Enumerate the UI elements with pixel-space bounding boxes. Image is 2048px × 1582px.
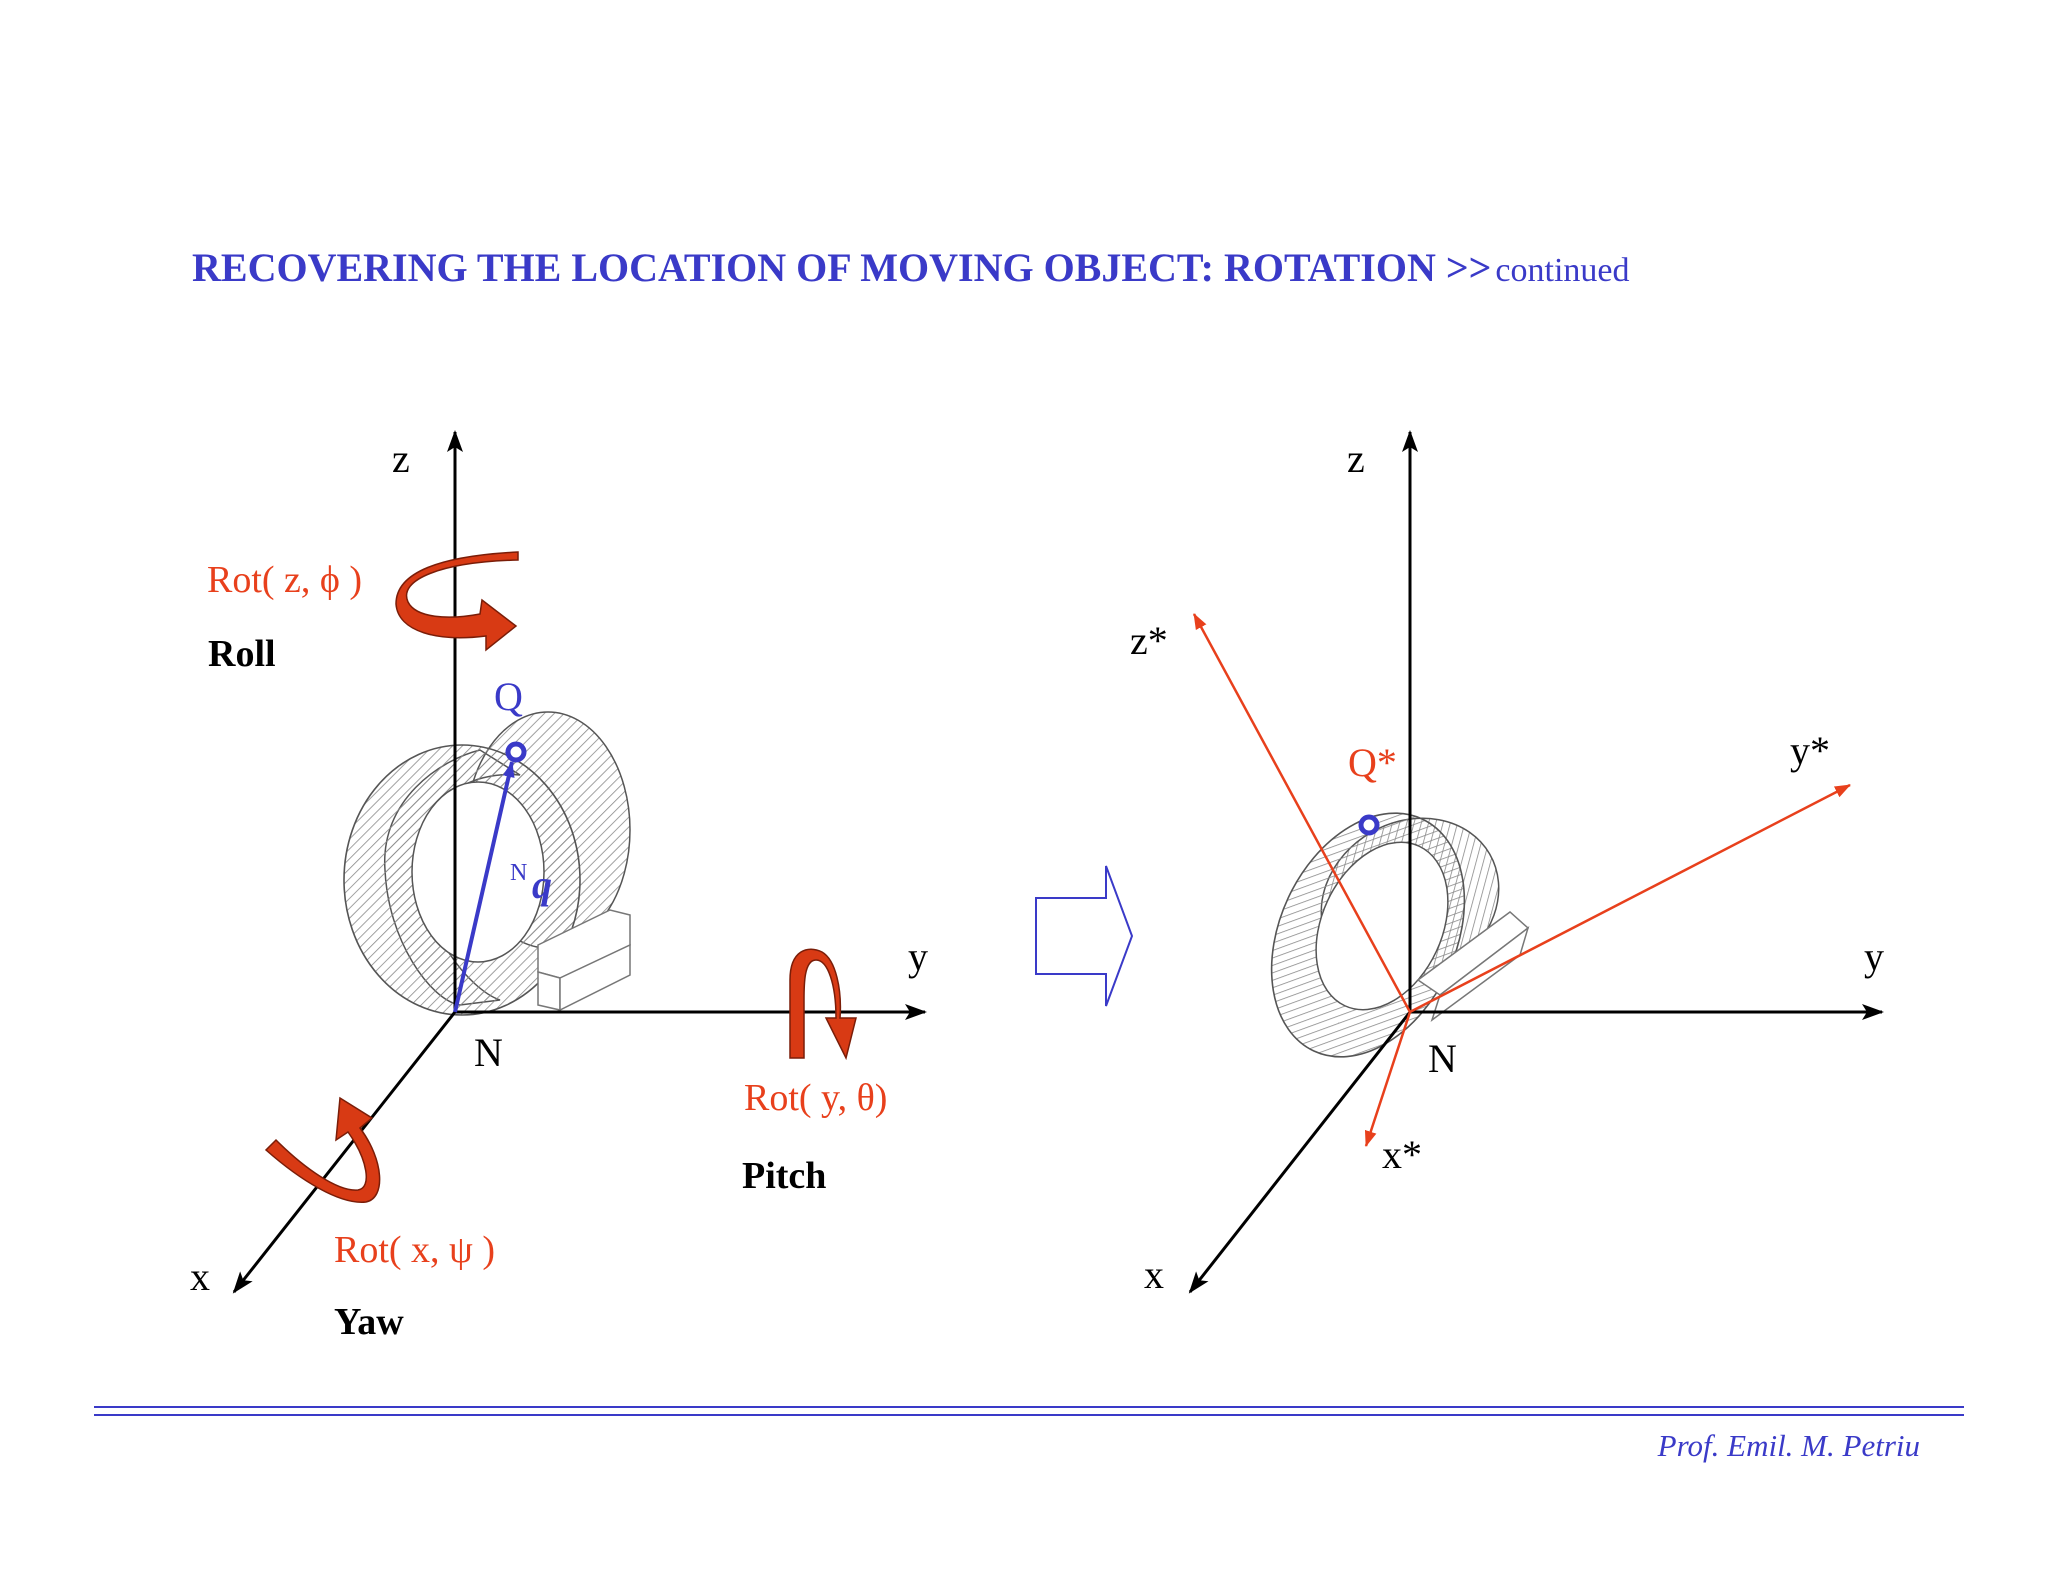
right-object: [1270, 812, 1530, 1058]
left-vector-q: [453, 761, 515, 1013]
left-vector-label-sup: N: [510, 860, 527, 886]
right-x-star-label: x*: [1382, 1132, 1422, 1177]
right-y-star-label: y*: [1790, 728, 1830, 773]
left-vector-label: q: [532, 862, 552, 907]
roll-label: Roll: [208, 633, 276, 675]
transform-arrow-icon: [1035, 865, 1134, 1007]
title-main: RECOVERING THE LOCATION OF MOVING OBJECT…: [192, 245, 1492, 290]
right-point-q-star-label: Q*: [1348, 740, 1397, 785]
footer-divider-bottom: [94, 1414, 1964, 1416]
right-z-star-axis: [1192, 613, 1412, 1013]
right-frame: z y x N z* y* x* Q*: [1130, 430, 1884, 1297]
yaw-rotation-arrow-icon: [264, 1096, 381, 1203]
yaw-label: Yaw: [334, 1301, 404, 1343]
footer-divider-top: [94, 1406, 1964, 1408]
right-x-axis: [1188, 1011, 1412, 1294]
left-z-label: z: [392, 436, 410, 481]
left-point-q-marker: [505, 741, 527, 763]
roll-rotation-label: Rot( z, ϕ ): [207, 559, 362, 601]
right-y-label: y: [1864, 934, 1884, 979]
right-x-label: x: [1144, 1252, 1164, 1297]
left-y-label: y: [908, 934, 928, 979]
left-frame: z y x N Q N q Rot( z, ϕ ) Roll Rot( y, θ…: [190, 430, 928, 1343]
pitch-label: Pitch: [742, 1155, 826, 1197]
left-object: [343, 711, 631, 1016]
roll-rotation-arrow-icon: [395, 551, 519, 652]
left-origin-label: N: [474, 1030, 503, 1075]
right-z-label: z: [1347, 436, 1365, 481]
title-continued: continued: [1495, 252, 1630, 289]
author-credit: Prof. Emil. M. Petriu: [1657, 1428, 1920, 1463]
right-origin-label: N: [1428, 1036, 1457, 1081]
yaw-rotation-label: Rot( x, ψ ): [334, 1229, 495, 1271]
left-point-q-label: Q: [494, 674, 523, 719]
left-x-label: x: [190, 1254, 210, 1299]
slide-title: RECOVERING THE LOCATION OF MOVING OBJECT…: [192, 244, 1630, 291]
pitch-rotation-label: Rot( y, θ): [744, 1077, 887, 1119]
pitch-rotation-arrow-icon: [789, 948, 857, 1061]
left-x-axis: [232, 1011, 457, 1294]
right-z-star-label: z*: [1130, 618, 1168, 663]
right-x-star-axis: [1364, 1011, 1412, 1147]
right-y-star-axis: [1409, 783, 1851, 1014]
right-point-q-star-marker: [1358, 814, 1380, 836]
